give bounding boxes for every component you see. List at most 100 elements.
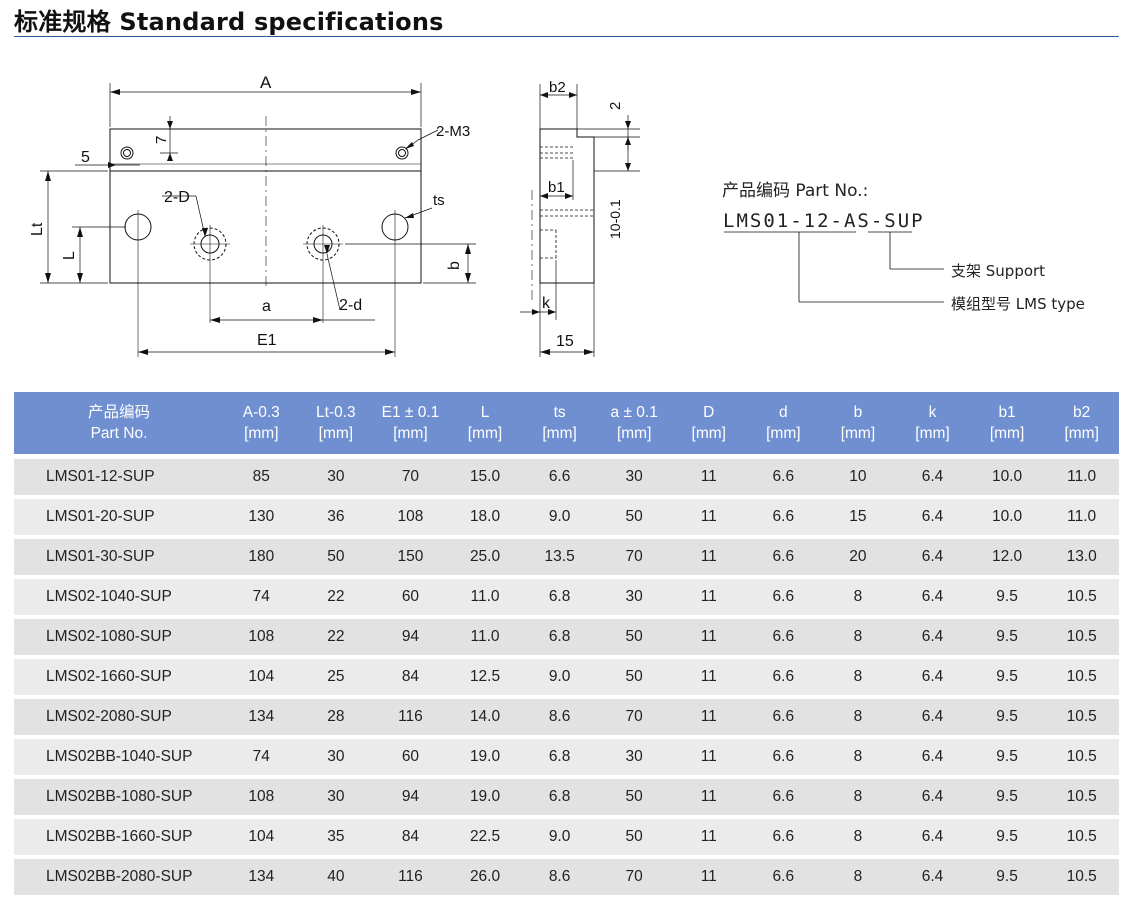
spec-value-cell: 10.5 [1044, 655, 1119, 695]
spec-value-cell: 6.6 [746, 454, 821, 495]
spec-value-cell: 6.6 [746, 655, 821, 695]
spec-value-cell: 104 [224, 815, 299, 855]
spec-value-cell: 11.0 [447, 575, 523, 615]
spec-value-cell: 10.5 [1044, 775, 1119, 815]
spec-value-cell: 13.0 [1044, 535, 1119, 575]
spec-value-cell: 6.8 [522, 735, 597, 775]
spec-value-cell: 30 [596, 454, 672, 495]
spec-value-cell: 6.6 [746, 775, 821, 815]
spec-value-cell: 10.5 [1044, 735, 1119, 775]
spec-value-cell: 20 [820, 535, 896, 575]
col-header-b: b[mm] [820, 392, 896, 454]
spec-value-cell: 84 [373, 815, 448, 855]
spec-value-cell: 35 [298, 815, 374, 855]
spec-value-cell: 9.0 [522, 815, 597, 855]
spec-value-cell: 6.4 [895, 615, 970, 655]
spec-value-cell: 10.0 [969, 454, 1045, 495]
dim-label-b2: b2 [549, 79, 566, 96]
spec-value-cell: 130 [224, 495, 299, 535]
spec-value-cell: 9.5 [969, 855, 1045, 895]
col-header-L: L[mm] [447, 392, 523, 454]
spec-value-cell: 11 [671, 495, 747, 535]
col-header-E1: E1 ± 0.1[mm] [373, 392, 448, 454]
part-no-cell: LMS02BB-2080-SUP [14, 855, 224, 895]
spec-value-cell: 6.8 [522, 615, 597, 655]
spec-value-cell: 11.0 [1044, 454, 1119, 495]
spec-value-cell: 19.0 [447, 735, 523, 775]
spec-value-cell: 9.5 [969, 615, 1045, 655]
dim-label-7: 7 [153, 136, 170, 144]
spec-value-cell: 15 [820, 495, 896, 535]
front-view-body [109, 128, 422, 284]
spec-value-cell: 50 [596, 615, 672, 655]
dim-label-a: a [262, 298, 271, 315]
part-no-cell: LMS01-12-SUP [14, 454, 224, 495]
spec-value-cell: 11.0 [447, 615, 523, 655]
title-divider [14, 36, 1119, 37]
spec-value-cell: 6.6 [746, 575, 821, 615]
dim-label-k: k [542, 295, 551, 312]
spec-value-cell: 8.6 [522, 855, 597, 895]
dim-label-d: 2-d [339, 297, 362, 314]
dim-label-b1: b1 [548, 179, 565, 196]
spec-value-cell: 6.4 [895, 575, 970, 615]
spec-value-cell: 180 [224, 535, 299, 575]
spec-value-cell: 10.5 [1044, 855, 1119, 895]
spec-value-cell: 30 [298, 775, 374, 815]
part-number-label: 产品编码 Part No.: [722, 181, 869, 201]
spec-value-cell: 15.0 [447, 454, 523, 495]
col-header-b1: b1[mm] [969, 392, 1045, 454]
part-no-cell: LMS02BB-1040-SUP [14, 735, 224, 775]
spec-value-cell: 9.5 [969, 735, 1045, 775]
spec-value-cell: 30 [298, 454, 374, 495]
dim-label-M3: 2-M3 [436, 123, 470, 140]
callout-lms-type: 模组型号 LMS type [951, 295, 1085, 313]
page-title: 标准规格 Standard specifications [14, 8, 444, 36]
spec-value-cell: 11 [671, 815, 747, 855]
col-header-k: k[mm] [895, 392, 970, 454]
dim-label-ts: ts [433, 192, 445, 209]
part-no-cell: LMS02-2080-SUP [14, 695, 224, 735]
spec-value-cell: 11 [671, 655, 747, 695]
spec-value-cell: 6.6 [746, 735, 821, 775]
dim-label-Lt: Lt [29, 222, 46, 236]
spec-value-cell: 6.6 [746, 855, 821, 895]
spec-value-cell: 26.0 [447, 855, 523, 895]
spec-value-cell: 19.0 [447, 775, 523, 815]
spec-value-cell: 74 [224, 735, 299, 775]
dim-label-E1: E1 [257, 332, 277, 349]
spec-value-cell: 70 [596, 855, 672, 895]
spec-value-cell: 6.4 [895, 655, 970, 695]
spec-value-cell: 8 [820, 775, 896, 815]
spec-value-cell: 9.5 [969, 815, 1045, 855]
dim-label-2: 2 [607, 102, 624, 110]
spec-value-cell: 25 [298, 655, 374, 695]
spec-value-cell: 116 [373, 695, 448, 735]
spec-value-cell: 50 [596, 775, 672, 815]
spec-value-cell: 11 [671, 695, 747, 735]
spec-value-cell: 9.5 [969, 655, 1045, 695]
spec-value-cell: 8 [820, 815, 896, 855]
spec-value-cell: 6.4 [895, 815, 970, 855]
spec-value-cell: 25.0 [447, 535, 523, 575]
col-header-A: A-0.3[mm] [224, 392, 299, 454]
spec-value-cell: 84 [373, 655, 448, 695]
spec-value-cell: 12.5 [447, 655, 523, 695]
dim-label-15: 15 [556, 333, 574, 350]
spec-value-cell: 11 [671, 855, 747, 895]
m3-hole-left [120, 146, 134, 160]
part-no-cell: LMS01-20-SUP [14, 495, 224, 535]
col-header-D: D[mm] [671, 392, 747, 454]
spec-value-cell: 8 [820, 575, 896, 615]
spec-value-cell: 22 [298, 575, 374, 615]
spec-value-cell: 6.6 [746, 615, 821, 655]
spec-value-cell: 70 [373, 454, 448, 495]
dim-label-5: 5 [81, 149, 90, 166]
